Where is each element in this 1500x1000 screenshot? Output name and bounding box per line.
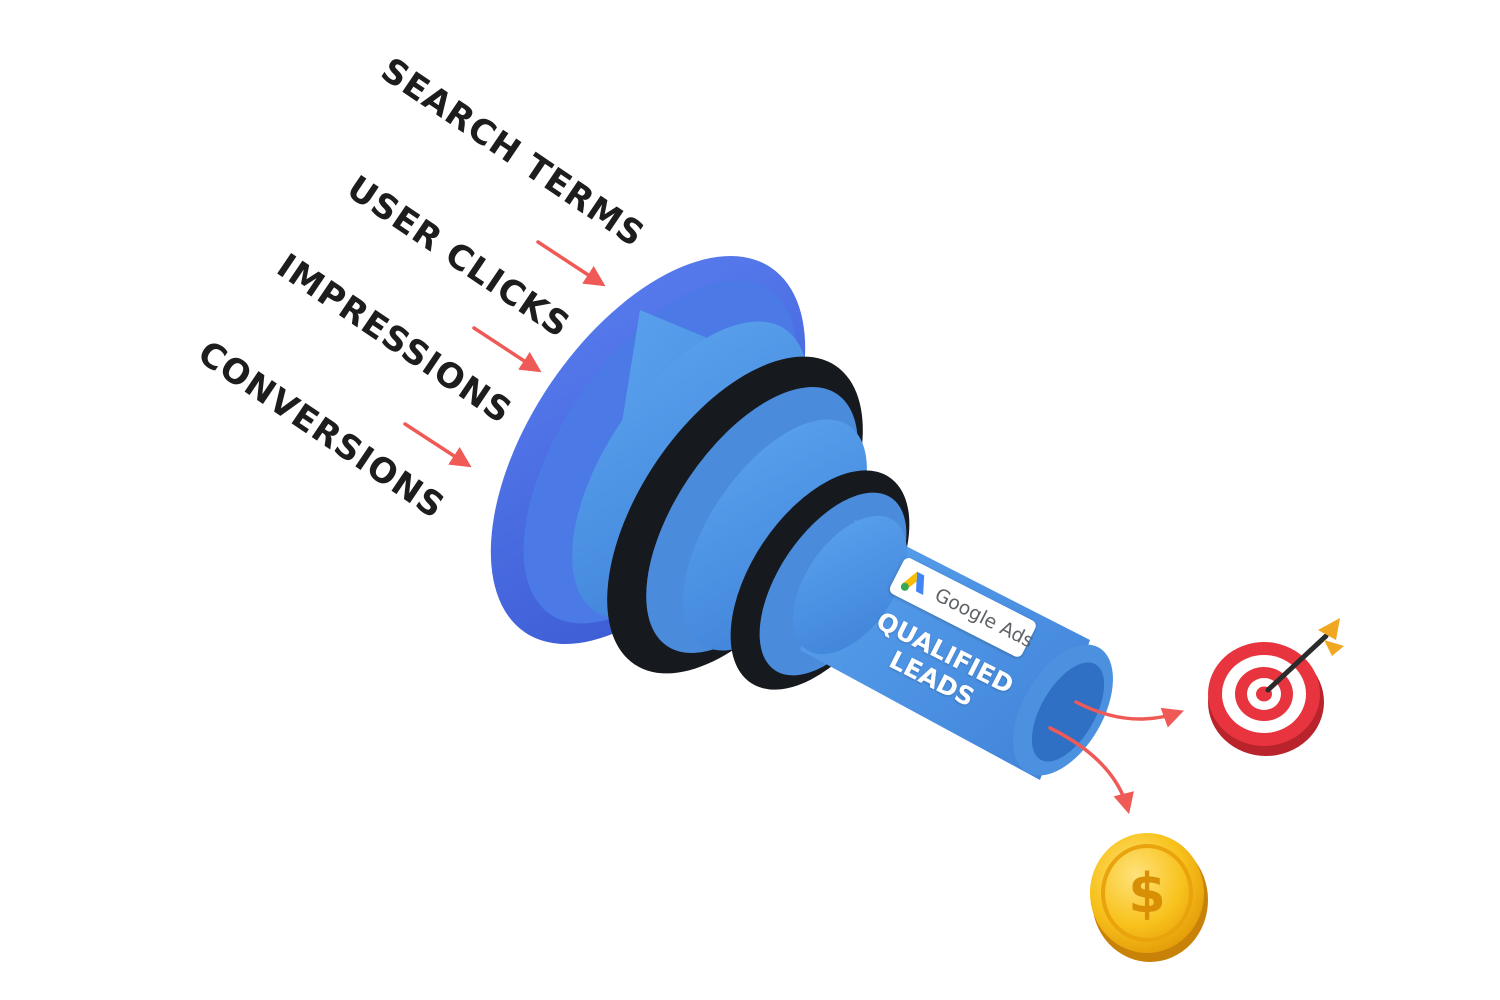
google-ads-logo-icon <box>900 571 925 596</box>
funnel <box>490 256 1113 780</box>
arrow-to-target <box>1074 700 1184 728</box>
arrow-search-terms <box>536 240 606 287</box>
google-ads-badge: Google Ads <box>887 556 1038 659</box>
arrow-user-clicks <box>472 326 542 373</box>
arrow-impressions <box>403 422 472 468</box>
target-icon <box>1208 618 1344 756</box>
dollar-coin-icon: $ <box>1090 833 1208 962</box>
arrow-to-coin <box>1048 726 1134 815</box>
svg-text:$: $ <box>1128 862 1166 925</box>
